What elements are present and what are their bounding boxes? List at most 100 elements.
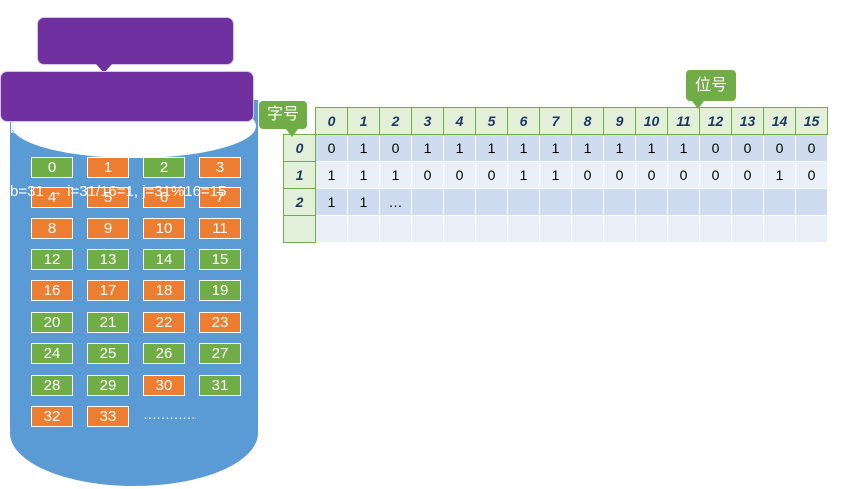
bit-column-header: 0 <box>315 107 348 135</box>
bitmap-cell <box>379 215 412 243</box>
bitmap-row <box>283 215 828 243</box>
disk-block: 28 <box>31 375 73 396</box>
bitmap-cell <box>763 188 796 216</box>
bitmap-cell <box>475 188 508 216</box>
bit-column-header: 11 <box>667 107 700 135</box>
bitmap-cell: 0 <box>571 161 604 189</box>
bitmap-cell <box>603 188 636 216</box>
bit-column-header: 8 <box>571 107 604 135</box>
bit-column-header: 9 <box>603 107 636 135</box>
bitmap-cell <box>443 188 476 216</box>
bitmap-cell: 0 <box>411 161 444 189</box>
bitmap-cell: 1 <box>571 134 604 162</box>
bitmap-cell <box>411 215 444 243</box>
bitmap-cell: 0 <box>699 134 732 162</box>
label-tail <box>692 101 704 109</box>
bitmap-cell <box>539 188 572 216</box>
word-row-header: 1 <box>283 161 316 189</box>
label-tail <box>286 129 298 137</box>
bitmap-cell <box>699 215 732 243</box>
word-row-header: 2 <box>283 188 316 216</box>
bitmap-cell: 1 <box>443 134 476 162</box>
bit-number-text: 位号 <box>694 77 727 94</box>
bitmap-cell: 1 <box>347 161 380 189</box>
disk-block: 26 <box>143 343 185 364</box>
bitmap-cell: 1 <box>379 161 412 189</box>
callout-block-to-coordinate: b=13 → i=13/16=0, j=13%16=13 b=31 → i=31… <box>0 71 254 200</box>
bitmap-cell: 1 <box>507 161 540 189</box>
bitmap-cell: 0 <box>635 161 668 189</box>
callout-line: b=13 → i=13/16=0, j=13%16=13 <box>10 120 227 137</box>
bitmap-cell <box>539 215 572 243</box>
bitmap-cell: 0 <box>443 161 476 189</box>
bitmap-cell <box>347 215 380 243</box>
bit-column-header: 3 <box>411 107 444 135</box>
disk-block: 18 <box>143 280 185 301</box>
bit-column-header: 13 <box>731 107 764 135</box>
bitmap-cell: … <box>379 188 412 216</box>
disk-ellipsis: ………… <box>143 406 196 422</box>
bitmap-cell: 0 <box>667 161 700 189</box>
disk-block: 22 <box>143 312 185 333</box>
disk-block: 23 <box>199 312 241 333</box>
bitmap-cell: 0 <box>731 134 764 162</box>
bitmap-cell: 1 <box>411 134 444 162</box>
word-number-text: 字号 <box>266 106 299 123</box>
bitmap-cell <box>571 215 604 243</box>
bitmap-cell <box>443 215 476 243</box>
disk-block: 19 <box>199 280 241 301</box>
bitmap-cell: 1 <box>603 134 636 162</box>
disk-block: 8 <box>31 218 73 239</box>
bitmap-cell <box>731 188 764 216</box>
disk-block: 6 <box>143 187 185 208</box>
bit-column-header: 15 <box>795 107 828 135</box>
disk-block: 32 <box>31 406 73 427</box>
bitmap-cell: 0 <box>795 134 828 162</box>
disk-block: 25 <box>87 343 129 364</box>
disk-block: 30 <box>143 375 185 396</box>
disk-block: 1 <box>87 157 129 178</box>
bitmap-cell: 0 <box>763 134 796 162</box>
bitmap-cell <box>315 215 348 243</box>
disk-block: 33 <box>87 406 129 427</box>
bitmap-cell <box>699 188 732 216</box>
bit-column-header: 14 <box>763 107 796 135</box>
bitmap-cell: 0 <box>315 134 348 162</box>
bit-column-header: 5 <box>475 107 508 135</box>
bitmap-cell <box>731 215 764 243</box>
disk-block: 12 <box>31 249 73 270</box>
bitmap-cell: 0 <box>379 134 412 162</box>
callout-line: b=31 → i=31/16=1, j=31%16=15 <box>10 183 227 200</box>
bitmap-cell: 1 <box>475 134 508 162</box>
bitmap-cell: 1 <box>539 134 572 162</box>
bitmap-cell <box>795 215 828 243</box>
bit-column-header: 12 <box>699 107 732 135</box>
bitmap-cell: 0 <box>475 161 508 189</box>
bitmap-cell: 1 <box>763 161 796 189</box>
callout-coordinate-to-block: (0,1) → b=16*0+1=1 (1,10) → b=16*1+10=26 <box>37 17 234 144</box>
bitmap-cell: 1 <box>539 161 572 189</box>
disk-block: 7 <box>199 187 241 208</box>
disk-block: 11 <box>199 218 241 239</box>
bit-column-header: 1 <box>347 107 380 135</box>
bitmap-cell <box>667 215 700 243</box>
disk-block: 13 <box>87 249 129 270</box>
bitmap-cell <box>635 188 668 216</box>
bit-column-header: 10 <box>635 107 668 135</box>
disk-block: 27 <box>199 343 241 364</box>
callout-line: (1,10) → b=16*1+10=26 <box>46 127 208 144</box>
bitmap-cell: 0 <box>795 161 828 189</box>
disk-block: 14 <box>143 249 185 270</box>
bitmap-cell <box>635 215 668 243</box>
disk-block: 9 <box>87 218 129 239</box>
disk-block: 31 <box>199 375 241 396</box>
bitmap-cell: 1 <box>315 188 348 216</box>
disk-block: 20 <box>31 312 73 333</box>
bitmap-cell: 0 <box>699 161 732 189</box>
bitmap-cell <box>763 215 796 243</box>
disk-block: 15 <box>199 249 241 270</box>
disk-block: 17 <box>87 280 129 301</box>
bitmap-cell <box>603 215 636 243</box>
